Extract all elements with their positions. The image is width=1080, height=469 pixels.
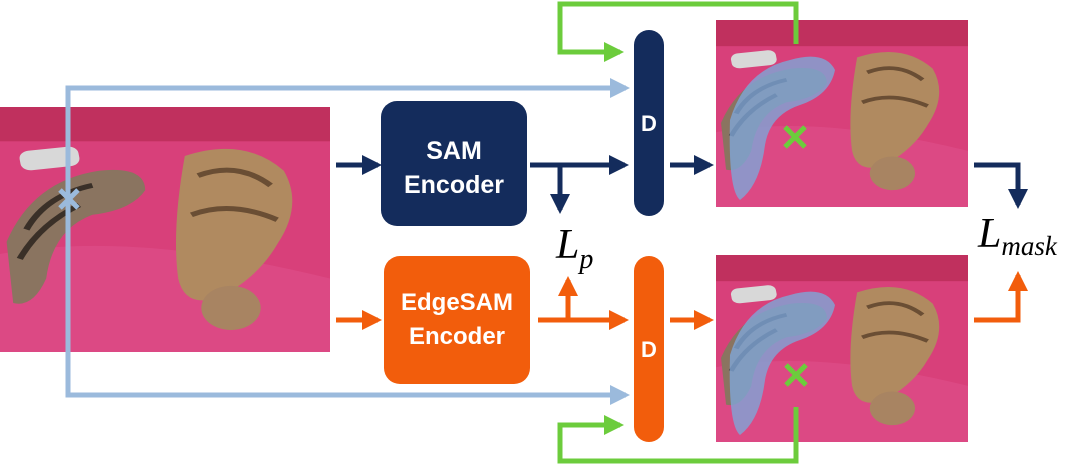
feedback-arrow-bottom [557,407,799,464]
loss-p-base: L [555,222,579,268]
input-photo-cats [0,107,330,352]
sam-encoder-label-line1: SAM [426,137,482,165]
decoder-top-label: D [641,111,657,136]
arrow-output-bottom-to-lmask [974,271,1028,323]
feedback-arrow-top [557,1,799,62]
edgesam-encoder-label-line1: EdgeSAM [401,289,513,316]
edgesam-encoder-label-line2: Encoder [409,323,505,350]
prompt-arrow-bottom [65,199,630,405]
edgesam-encoder-box: EdgeSAM Encoder [384,256,530,384]
loss-mask-sub: mask [1001,231,1058,261]
loss-mask-label: Lmask [977,211,1058,261]
loss-mask-base: L [977,211,1001,257]
output-mask-photo-bottom [716,255,968,442]
arrow-output-top-to-lmask [974,162,1028,209]
decoder-top: D [634,30,664,216]
prompt-arrow-top [65,78,630,199]
sam-encoder-box: SAM Encoder [381,101,527,226]
decoder-bottom: D [634,256,664,442]
loss-p-sub: p [577,244,593,275]
decoder-bottom-label: D [641,337,657,362]
sam-encoder-label-line2: Encoder [404,171,504,199]
output-mask-photo-top [716,20,968,207]
output-point-prompt-x-icon-top [783,125,807,149]
output-point-prompt-x-icon-bottom [784,363,808,387]
loss-p-label: Lp [555,222,593,275]
